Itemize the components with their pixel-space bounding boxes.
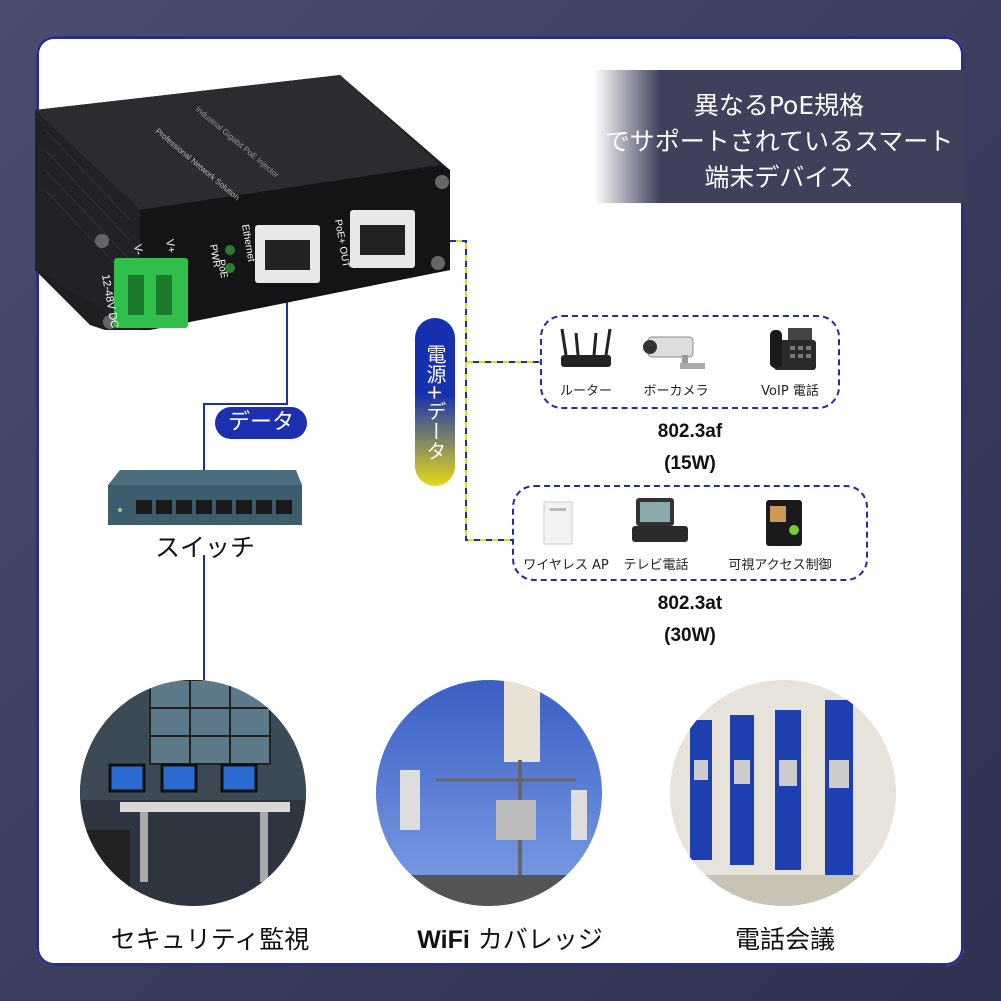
wifi-caption: WiFi カバレッジ: [400, 920, 620, 956]
camera-icon: [643, 336, 705, 369]
pwr-led: [225, 245, 235, 255]
terminal-plus-label: V+: [163, 238, 177, 254]
voip-phone-label: VoIP 電話: [761, 384, 819, 399]
spec-at-standard: 802.3at: [657, 593, 723, 614]
spec-at: 802.3at (30W): [630, 588, 750, 652]
poe-led: [225, 263, 235, 273]
spec-at-power: (30W): [664, 625, 716, 646]
router-label: ルーター: [559, 384, 612, 399]
wifi-coverage-image: [376, 680, 602, 906]
spec-af: 802.3af (15W): [630, 416, 750, 480]
led-pwr-label: PWR: [207, 244, 222, 269]
power-data-pill: 電源+データ: [415, 318, 455, 486]
spec-af-power: (15W): [664, 453, 716, 474]
spec-af-standard: 802.3af: [657, 421, 723, 442]
wireless-ap-icon: [543, 501, 573, 545]
device-group-af: [540, 315, 840, 409]
header-line-3: 端末デバイス: [704, 163, 854, 192]
poe-injector-device: 12-48V DC V- V+ PWR PoE Ethernet PoE+ OU…: [35, 75, 450, 330]
wifi-caption-rest: カバレッジ: [469, 925, 603, 954]
conference-phone-image: [670, 680, 896, 906]
video-phone-icon: [632, 498, 688, 542]
video-phone-label: テレビ電話: [623, 558, 689, 573]
data-pill: データ: [215, 407, 307, 439]
access-control-icon: [766, 500, 802, 546]
voip-phone-icon: [770, 328, 816, 370]
camera-label: ボーカメラ: [643, 384, 709, 399]
network-switch: [108, 470, 302, 525]
led-poe-label: PoE: [215, 259, 229, 280]
terminal-minus-label: V-: [131, 243, 145, 256]
conference-caption: 電話会議: [734, 925, 835, 954]
wireless-ap-label: ワイヤレス AP: [523, 558, 609, 573]
switch-label: スイッチ: [154, 533, 255, 562]
device-group-at: [512, 485, 868, 581]
header-line-2: でサポートされているスマート: [604, 127, 954, 156]
power-terminal: [114, 258, 188, 328]
security-monitoring-image: [80, 680, 306, 906]
security-caption: セキュリティ監視: [110, 925, 310, 954]
data-line: [203, 268, 288, 470]
header-line-1: 異なるPoE規格: [693, 91, 865, 120]
router-icon: [560, 328, 612, 367]
access-control-label: 可視アクセス制御: [728, 558, 832, 573]
wifi-caption-bold: WiFi: [417, 926, 470, 954]
header-banner: 異なるPoE規格 でサポートされているスマート 端末デバイス: [594, 70, 964, 203]
